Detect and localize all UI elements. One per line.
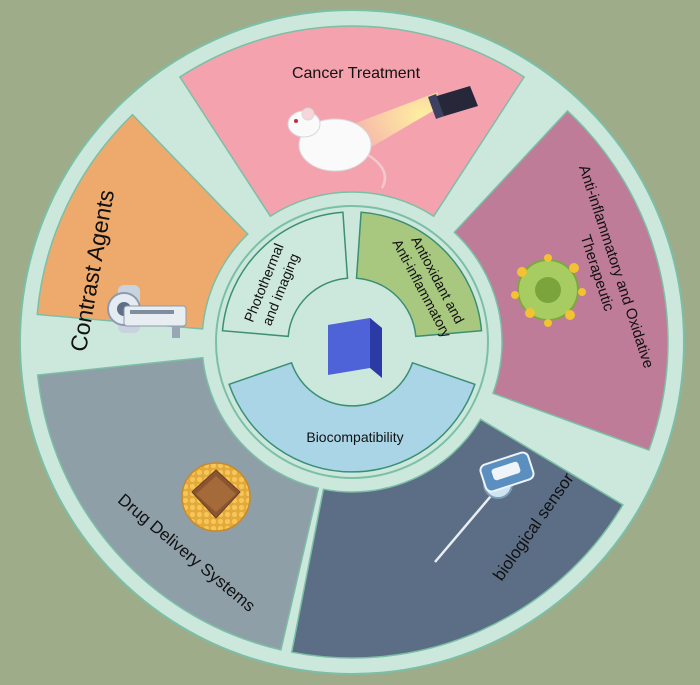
segment-contrast-agents xyxy=(36,113,249,330)
segment-drug-delivery xyxy=(36,356,320,651)
biosensor-probe-icon xyxy=(434,451,535,563)
nanoparticle-icon xyxy=(181,462,251,532)
segment-photothermal xyxy=(221,211,349,338)
segment-antioxidant xyxy=(355,211,483,338)
segment-biological-sensor xyxy=(290,418,624,659)
cell-icon xyxy=(511,254,586,327)
mri-scanner-icon xyxy=(107,285,187,338)
mouse-icon xyxy=(287,92,438,189)
label-cancer-treatment: Cancer Treatment xyxy=(292,65,421,82)
segment-cancer-treatment xyxy=(178,25,526,218)
label-biocompatibility: Biocompatibility xyxy=(306,429,403,445)
flashlight-icon xyxy=(428,86,478,119)
cube-icon xyxy=(328,318,382,378)
segment-biocompatibility xyxy=(228,361,476,473)
